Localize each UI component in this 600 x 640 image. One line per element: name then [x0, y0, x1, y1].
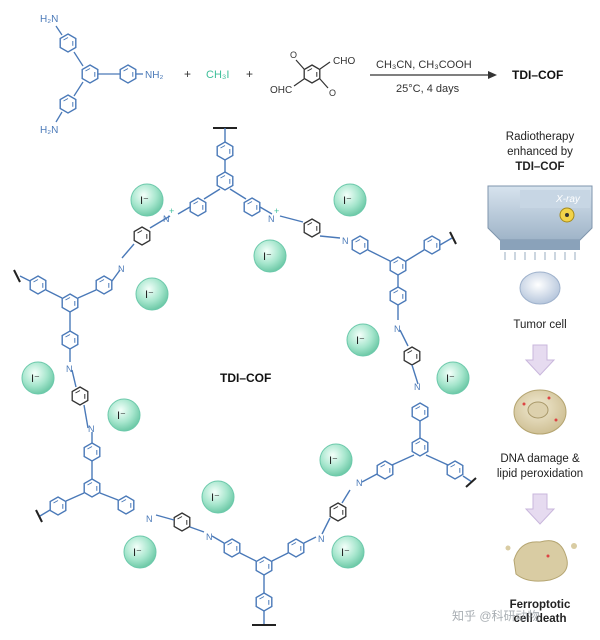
iodide-ions: I⁻ I⁻ I⁻ I⁻ I⁻ I⁻ I⁻ I⁻ I⁻ I⁻ I⁻ I⁻: [21, 183, 470, 569]
framework-center-label: TDI–COF: [220, 371, 271, 385]
iminium-n-10: N: [146, 514, 153, 524]
iodide-ball-11: I⁻: [123, 535, 157, 569]
iodide-ball-6: I⁻: [21, 361, 55, 395]
iminium-n-3: N: [118, 264, 125, 274]
iodide-ball-12: I⁻: [331, 535, 365, 569]
death-label-line2: cell death: [513, 613, 566, 625]
iodide-ball-9: I⁻: [319, 443, 353, 477]
panel-title-line3: TDI–COF: [515, 161, 564, 173]
down-arrow-icon-2: [524, 493, 556, 525]
amine-right-label: NH₂: [145, 70, 163, 81]
svg-text:I⁻: I⁻: [343, 195, 352, 207]
xray-label: X-ray: [555, 194, 581, 205]
svg-text:I⁻: I⁻: [211, 492, 220, 504]
amine-top-label: H₂N: [40, 14, 58, 25]
product-label: TDI–COF: [512, 68, 563, 82]
iminium-plus-1: +: [169, 206, 174, 216]
plus-sign-2: +: [246, 67, 253, 81]
methyl-iodide-label: CH₃I: [206, 69, 229, 81]
iminium-n-9: N: [206, 532, 213, 542]
reactant-dialdehyde: O O CHO OHC: [270, 50, 355, 98]
cof-framework: [13, 127, 477, 626]
iminium-labels: N + N + N N N N N N N N N N: [66, 206, 421, 544]
iminium-plus-2: +: [274, 206, 279, 216]
svg-text:I⁻: I⁻: [140, 195, 149, 207]
iminium-n-12: N: [66, 364, 73, 374]
down-arrow-icon-1: [524, 344, 556, 376]
conditions-bottom: 25°C, 4 days: [396, 83, 460, 95]
watermark-text: 知乎 @科研动物: [452, 609, 540, 623]
svg-text:I⁻: I⁻: [356, 335, 365, 347]
iminium-n-11: N: [88, 424, 95, 434]
reactant-triamine: H₂N NH₂ H₂N: [40, 14, 163, 136]
methoxy-bottom-label: O: [329, 88, 336, 98]
panel-title-line2: enhanced by: [507, 146, 573, 158]
tumor-cell-label: Tumor cell: [513, 319, 566, 331]
iminium-n-6: N: [414, 382, 421, 392]
iminium-n-8: N: [318, 534, 325, 544]
svg-text:I⁻: I⁻: [145, 289, 154, 301]
damage-label-line1: DNA damage &: [500, 453, 580, 465]
death-label-line1: Ferroptotic: [510, 599, 571, 611]
xray-machine-icon: [487, 185, 593, 260]
methoxy-top-label: O: [290, 50, 297, 60]
iodide-ball-4: I⁻: [135, 277, 169, 311]
iminium-n-4: N: [342, 236, 349, 246]
reaction-arrow: [370, 71, 497, 79]
cho-bottom-label: OHC: [270, 85, 292, 96]
iodide-ball-1: I⁻: [130, 183, 164, 217]
conditions-top: CH₃CN, CH₃COOH: [376, 59, 472, 71]
svg-text:I⁻: I⁻: [117, 410, 126, 422]
iminium-n-2: N: [268, 214, 275, 224]
iodide-ball-5: I⁻: [346, 323, 380, 357]
svg-text:I⁻: I⁻: [329, 455, 338, 467]
iodide-ball-10: I⁻: [201, 480, 235, 514]
damage-label-line2: lipid peroxidation: [497, 468, 583, 480]
iodide-ball-2: I⁻: [333, 183, 367, 217]
iodide-ball-3: I⁻: [253, 239, 287, 273]
svg-text:I⁻: I⁻: [31, 373, 40, 385]
svg-text:I⁻: I⁻: [133, 547, 142, 559]
iodide-ball-7: I⁻: [436, 361, 470, 395]
iminium-n-7: N: [356, 478, 363, 488]
amine-bottom-label: H₂N: [40, 125, 58, 136]
plus-sign-1: +: [184, 67, 191, 81]
iodide-ball-8: I⁻: [107, 398, 141, 432]
cho-top-label: CHO: [333, 56, 355, 67]
iminium-n-5: N: [394, 324, 401, 334]
panel-title-line1: Radiotherapy: [506, 131, 575, 143]
svg-text:I⁻: I⁻: [263, 251, 272, 263]
ferroptotic-cell-icon: [505, 540, 577, 582]
iminium-n-1: N: [163, 214, 170, 224]
tumor-cell-icon: [519, 271, 561, 305]
svg-text:I⁻: I⁻: [446, 373, 455, 385]
damaged-cell-icon: [513, 389, 567, 435]
svg-text:I⁻: I⁻: [341, 547, 350, 559]
radiotherapy-panel: Radiotherapy enhanced by TDI–COF X-ray T…: [487, 131, 593, 625]
